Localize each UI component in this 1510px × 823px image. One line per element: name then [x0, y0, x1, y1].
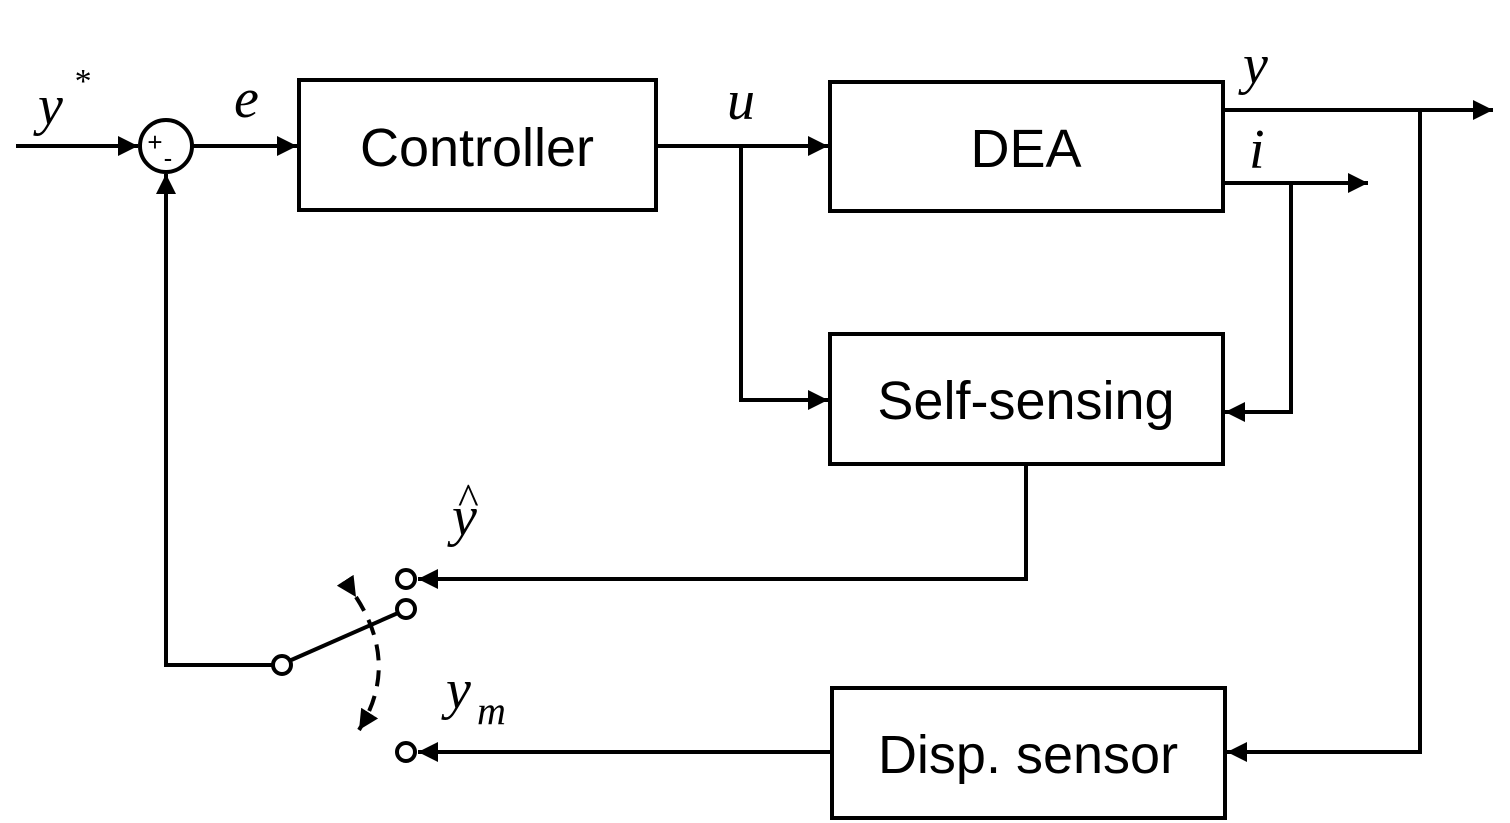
- control-label: u: [727, 70, 755, 132]
- estimate-terminal: [395, 568, 417, 590]
- current-to-self-sensing-wire: [1225, 183, 1293, 422]
- estimate-hat: ^: [458, 475, 479, 524]
- estimate-wire: [418, 464, 1028, 589]
- measured-subscript: m: [477, 688, 506, 733]
- switch-lever: [288, 611, 399, 663]
- control-to-self-sensing-wire: [739, 146, 828, 410]
- self-sensing-label: Self-sensing: [877, 371, 1174, 431]
- disp-sensor-label: Disp. sensor: [878, 725, 1178, 785]
- minus-sign: -: [164, 143, 173, 173]
- selector-switch: [271, 568, 417, 763]
- self-sensing-block: Self-sensing: [828, 332, 1225, 466]
- error-label: e: [234, 68, 259, 130]
- measured-label: y: [441, 659, 471, 721]
- switch-direction-arrow: [336, 574, 381, 732]
- summing-junction: + -: [138, 118, 194, 174]
- disp-sensor-block: Disp. sensor: [830, 686, 1227, 820]
- output-to-disp-sensor-wire: [1227, 110, 1422, 762]
- switch-pivot-terminal: [271, 654, 293, 676]
- reference-superscript: *: [73, 63, 90, 100]
- switch-contact-terminal: [395, 598, 417, 620]
- controller-block: Controller: [297, 78, 658, 212]
- reference-label: y: [33, 75, 63, 137]
- output-label: y: [1238, 34, 1268, 96]
- dea-block: DEA: [828, 80, 1225, 213]
- plus-sign: +: [147, 127, 162, 157]
- feedback-wire: [156, 174, 273, 667]
- measured-terminal: [395, 741, 417, 763]
- current-label: i: [1249, 119, 1265, 181]
- dea-label: DEA: [970, 119, 1081, 179]
- estimate-label: y: [447, 486, 477, 548]
- controller-label: Controller: [360, 118, 594, 178]
